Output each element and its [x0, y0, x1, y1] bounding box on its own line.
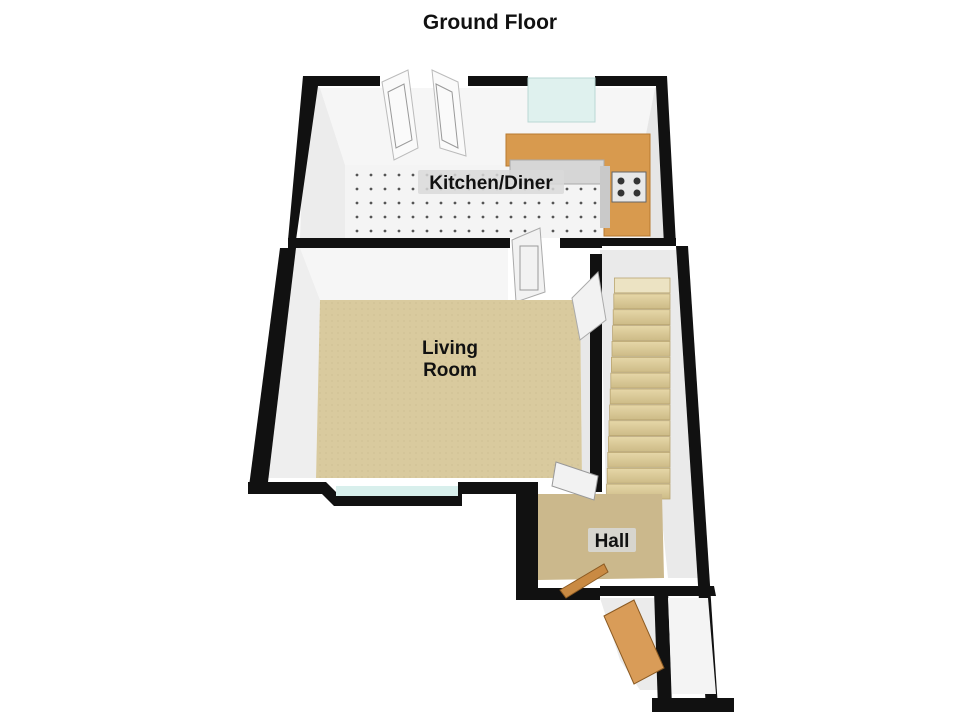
stair-step: [614, 277, 671, 294]
stair-step: [606, 467, 671, 484]
hall-label-bg: [588, 528, 636, 552]
kitchen-label-bg: [418, 170, 564, 194]
cupboard: [668, 598, 716, 694]
kitchen-wall-right: [595, 76, 676, 245]
page-title: Ground Floor: [422, 11, 558, 34]
living-wall-left: [248, 248, 296, 494]
living-door: [571, 270, 607, 341]
kitchen-units: [505, 133, 651, 237]
kitchen-wall-top-mid: [468, 76, 528, 86]
porch-wall-top: [600, 586, 716, 596]
kitchen-diner: Kitchen/Diner: [288, 69, 676, 245]
kitchen-label: Kitchen/Diner: [429, 173, 553, 194]
dividing-wall: [288, 227, 676, 303]
porch-door: [603, 599, 665, 685]
stair-step: [608, 420, 671, 437]
hob-icon: [611, 171, 647, 203]
hall: Hall: [516, 461, 664, 600]
stair-step: [608, 436, 671, 452]
porch-wall-mid: [654, 590, 672, 708]
kitchen-french-doors: [381, 69, 467, 161]
stair-steps: [606, 277, 671, 500]
stair-step: [609, 404, 671, 421]
living-window: [336, 486, 458, 496]
hall-wall-bottom: [516, 588, 600, 600]
stair-step: [610, 372, 671, 389]
living-label-line1: Living: [422, 338, 478, 359]
kitchen-internal-door: [511, 227, 546, 303]
kitchen-window: [527, 77, 596, 123]
front-door: [559, 563, 609, 599]
porch-wall-bottom: [652, 698, 734, 712]
living-back-wall: [300, 248, 508, 300]
stair-step: [612, 325, 671, 341]
porch: [600, 586, 734, 712]
living-floor: [316, 300, 582, 478]
stair-step: [612, 309, 671, 326]
kitchen-wall-left: [288, 76, 380, 240]
living-label-line2: Room: [423, 360, 477, 381]
stair-step: [611, 356, 671, 373]
living-room: Living Room: [248, 248, 600, 506]
hall-wall-left: [516, 494, 538, 600]
stair-step: [607, 451, 671, 468]
stair-step: [613, 293, 671, 310]
hall-door: [551, 461, 599, 501]
stair-step: [609, 388, 671, 405]
stair-step: [611, 340, 671, 357]
hall-label: Hall: [595, 531, 630, 552]
